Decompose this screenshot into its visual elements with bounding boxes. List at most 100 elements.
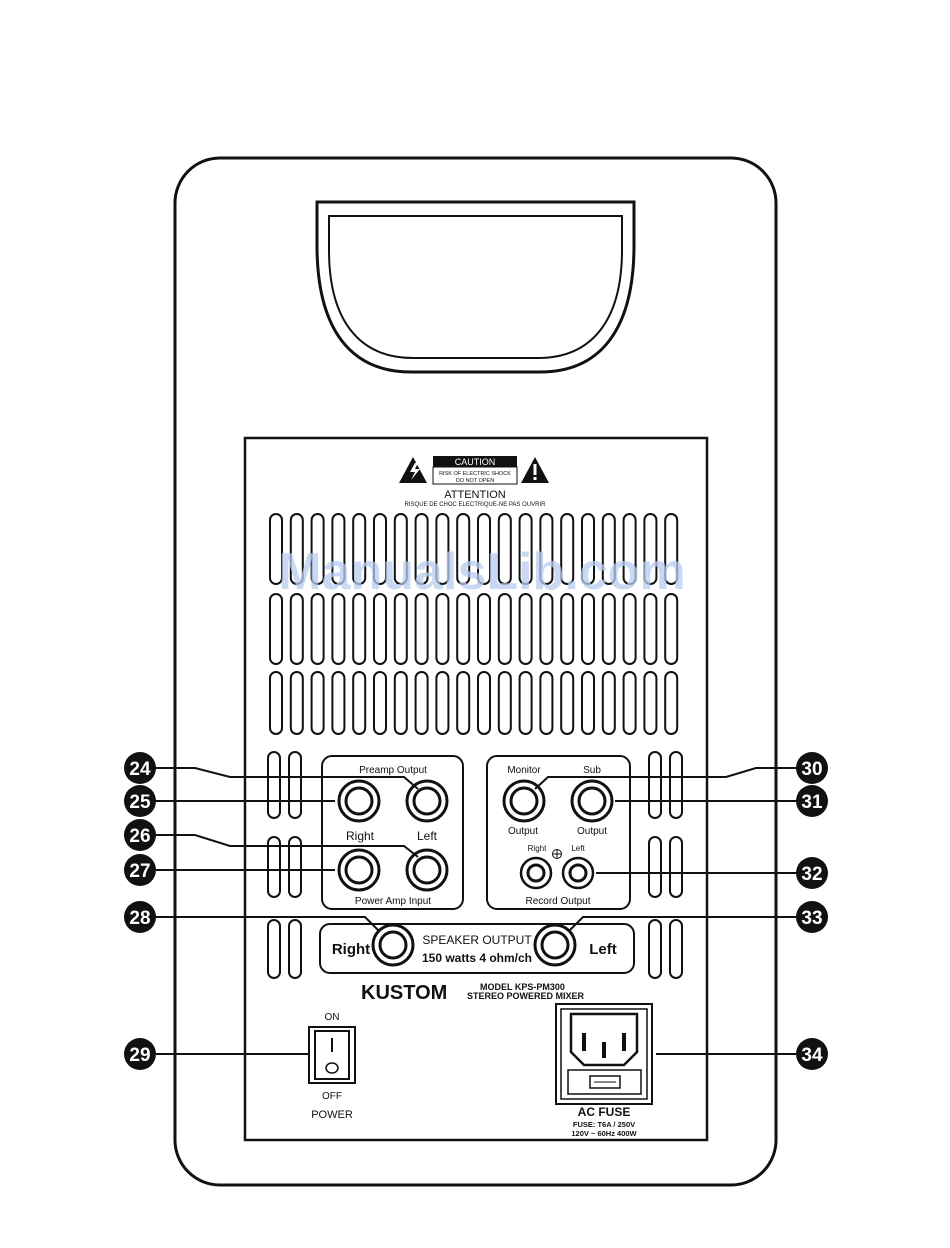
vent-slot: [622, 513, 637, 585]
svg-text:29: 29: [129, 1045, 150, 1066]
vent-slots: [267, 513, 683, 979]
vent-slot: [669, 836, 683, 898]
model-description: STEREO POWERED MIXER: [467, 991, 585, 1001]
jack-speaker-left: [533, 923, 577, 967]
monitor-label: Monitor: [507, 765, 541, 776]
vent-slot: [643, 593, 658, 665]
svg-text:30: 30: [801, 759, 822, 780]
vent-slot: [267, 919, 281, 979]
speaker-right-label: Right: [332, 941, 370, 958]
svg-text:27: 27: [129, 861, 150, 882]
power-amp-input-label: Power Amp Input: [355, 896, 431, 907]
vent-slot: [269, 593, 283, 665]
leader-30: [534, 767, 806, 790]
rca-record-left: [561, 856, 595, 890]
callout-29: 29: [124, 1038, 156, 1070]
jack-preamp-left: [405, 779, 449, 823]
svg-text:34: 34: [801, 1045, 823, 1066]
vent-slot: [289, 513, 304, 585]
callout-27: 27: [124, 854, 156, 886]
callout-34: 34: [796, 1038, 828, 1070]
model-number: MODEL KPS-PM300: [480, 982, 565, 992]
vent-slot: [560, 671, 575, 735]
vent-slot: [331, 671, 346, 735]
brand-block: KUSTOM MODEL KPS-PM300 STEREO POWERED MI…: [361, 982, 585, 1004]
vent-slot: [581, 593, 595, 665]
vent-slot: [539, 593, 554, 665]
speaker-output-rating: 150 watts 4 ohm/ch: [422, 951, 532, 965]
svg-text:33: 33: [801, 908, 822, 929]
callout-33: 33: [796, 901, 828, 933]
callout-31: 31: [796, 785, 828, 817]
power-label: POWER: [311, 1109, 353, 1121]
jack-speaker-right: [371, 923, 415, 967]
callout-24: 24: [124, 752, 156, 784]
power-off-label: OFF: [322, 1091, 342, 1102]
vent-slot: [267, 836, 281, 898]
vent-slot: [373, 593, 387, 665]
vent-slot: [518, 593, 533, 665]
vent-slot: [435, 593, 450, 665]
vent-slot: [352, 593, 367, 665]
kustom-logo: KUSTOM: [361, 982, 447, 1004]
caution-title: CAUTION: [455, 457, 496, 467]
vent-slot: [310, 671, 325, 735]
jack-monitor-output: [502, 779, 546, 823]
leader-24: [144, 767, 419, 790]
sub-label: Sub: [583, 765, 601, 776]
record-right-label: Right: [528, 844, 547, 853]
vent-slot: [669, 751, 683, 819]
vent-slot: [393, 671, 408, 735]
vent-slot: [622, 593, 637, 665]
vent-slot: [373, 671, 387, 735]
vent-slot: [288, 751, 302, 819]
ac-inlet-fuse: AC FUSE FUSE: T6A / 250V 120V ~ 60Hz 400…: [555, 1003, 653, 1138]
speaker-output-title: SPEAKER OUTPUT: [422, 933, 532, 947]
vent-slot: [497, 671, 512, 735]
carry-handle: [315, 200, 636, 374]
vent-slot: [539, 513, 554, 585]
leader-33: [569, 916, 806, 931]
jack-power-amp-right: [337, 848, 381, 892]
vent-slot: [539, 671, 554, 735]
power-on-label: ON: [325, 1012, 340, 1023]
vent-slot: [393, 513, 408, 585]
vent-slot: [643, 671, 658, 735]
jack-preamp-right: [337, 779, 381, 823]
monitor-output-label: Output: [508, 826, 538, 837]
power-rating: 120V ~ 60Hz 400W: [571, 1129, 637, 1138]
vent-slot: [267, 751, 281, 819]
jack-sub-output: [570, 779, 614, 823]
vent-slot: [288, 919, 302, 979]
caution-line1: RISK OF ELECTRIC SHOCK: [439, 471, 511, 477]
vent-slot: [477, 671, 491, 735]
vent-slot: [601, 593, 616, 665]
vent-slot: [352, 671, 367, 735]
leader-26: [144, 834, 419, 858]
callout-leaders: [144, 767, 806, 1055]
preamp-left-label: Left: [417, 829, 438, 843]
vent-slot: [414, 671, 429, 735]
sub-output-label: Output: [577, 826, 607, 837]
speaker-output-panel: Right Left SPEAKER OUTPUT 150 watts 4 oh…: [319, 923, 635, 974]
caution-line2: DO NOT OPEN: [456, 478, 494, 484]
vent-slot: [664, 671, 679, 735]
vent-slot: [497, 593, 512, 665]
svg-text:25: 25: [129, 792, 151, 813]
vent-slot: [393, 593, 408, 665]
vent-slot: [310, 513, 325, 585]
vent-slot: [648, 919, 662, 979]
jack-power-amp-left: [405, 848, 449, 892]
vent-slot: [289, 593, 304, 665]
vent-slot: [414, 513, 429, 585]
monitor-panel: Monitor Sub Output Output Right Left Rec…: [486, 755, 631, 910]
vent-slot: [664, 513, 679, 585]
ac-fuse-title: AC FUSE: [578, 1105, 631, 1119]
leader-28: [144, 916, 379, 931]
vent-slot: [310, 593, 325, 665]
vent-slot: [456, 671, 471, 735]
preamp-output-label: Preamp Output: [359, 765, 427, 776]
vent-slot: [435, 671, 450, 735]
vent-slot: [269, 513, 283, 585]
